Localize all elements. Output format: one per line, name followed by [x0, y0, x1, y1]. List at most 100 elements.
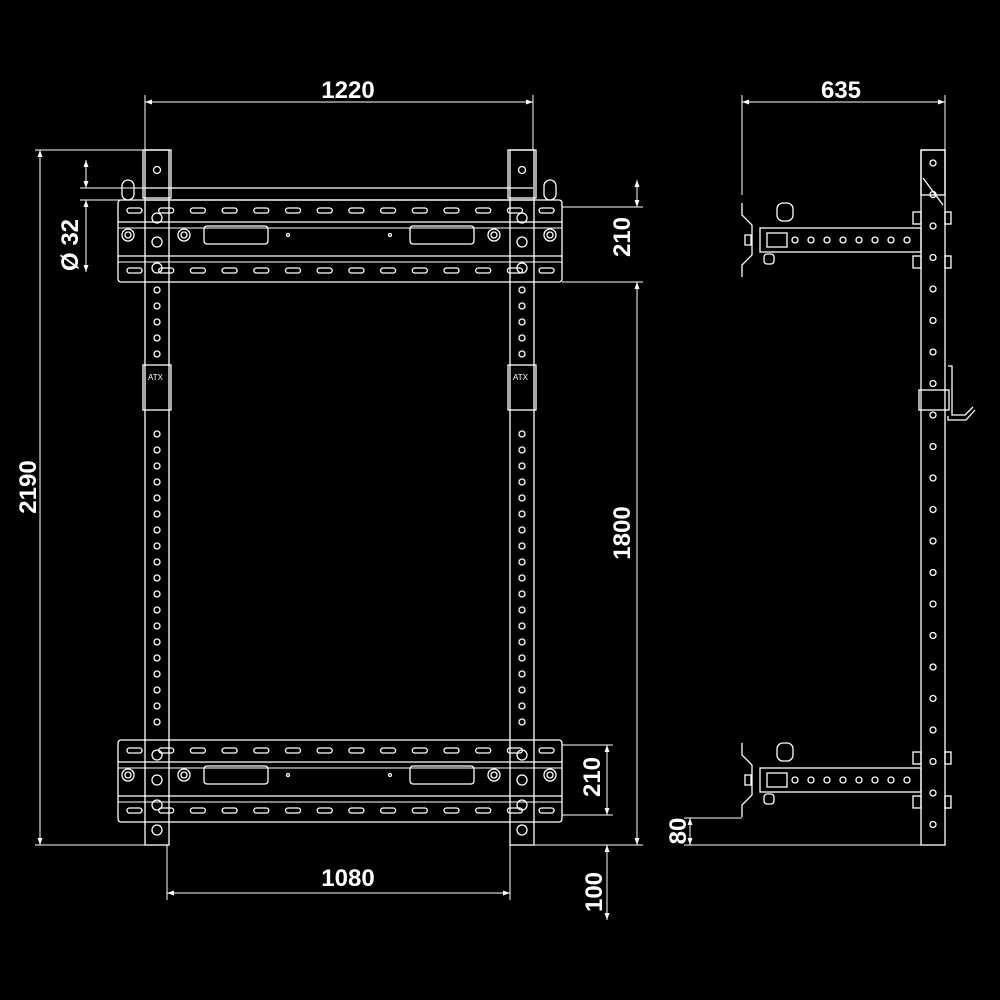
dimension-arrow — [634, 838, 640, 845]
upright-hole — [151, 774, 163, 786]
dim-tube-diameter: Ø 32 — [57, 219, 84, 271]
bolt — [546, 771, 554, 779]
plate-window — [203, 225, 269, 245]
side-upright-hole — [929, 568, 937, 577]
plate-slot — [538, 267, 555, 274]
upright-hole — [518, 334, 526, 342]
bolt — [546, 231, 554, 239]
nut — [912, 211, 922, 225]
side-j-hook-bracket — [918, 389, 950, 411]
upright-hole — [153, 510, 161, 518]
side-upright-hole — [929, 159, 937, 167]
upright-hole — [518, 558, 526, 566]
plate-slot — [316, 267, 333, 274]
nut — [763, 253, 775, 265]
side-view — [741, 149, 976, 846]
upright-hole — [153, 638, 161, 646]
plate-slot — [379, 747, 397, 754]
side-upright-hole — [929, 379, 937, 388]
plate-slot — [506, 207, 524, 214]
upright-hole — [153, 542, 161, 550]
upright-hole — [151, 236, 163, 248]
upright-hole — [518, 478, 526, 486]
upright-hole — [516, 749, 528, 761]
upright-hole — [153, 718, 161, 726]
plate-slot — [158, 267, 175, 274]
arm-hole — [871, 776, 879, 784]
upright-hole — [151, 799, 163, 811]
plate-slot — [316, 207, 333, 214]
mount-plate — [117, 739, 563, 823]
upright-hole — [152, 165, 162, 175]
plate-slot — [189, 207, 207, 214]
upright-hole — [153, 318, 161, 326]
side-upright-hole — [929, 537, 937, 545]
bolt — [121, 228, 135, 242]
upright-hole — [518, 670, 526, 678]
bolt — [124, 771, 132, 779]
j-hook-bracket — [142, 364, 172, 411]
dimension-arrow — [634, 200, 640, 207]
plate-slot — [443, 267, 460, 274]
side-upright-hole — [929, 600, 937, 608]
arm-hole — [839, 236, 847, 244]
plate-slot — [126, 747, 143, 754]
dimension-arrow — [37, 838, 43, 845]
upright-hole — [516, 799, 528, 811]
plate-slot — [158, 807, 175, 814]
upright-hole — [518, 318, 526, 326]
upright-hole — [153, 590, 161, 598]
upright-hole — [518, 686, 526, 694]
plate-slot — [475, 807, 492, 814]
side-upright-hole — [929, 285, 937, 293]
arm-slot — [766, 232, 788, 248]
nut — [912, 751, 922, 765]
side-upright-hole — [929, 820, 937, 829]
upright-hole — [153, 430, 161, 438]
plate-slot — [506, 267, 524, 274]
arm-hole — [823, 776, 831, 784]
bolt — [543, 768, 557, 782]
dimension-arrow — [687, 818, 693, 825]
upright-hole — [153, 350, 161, 358]
plate-slot — [284, 267, 302, 274]
dimension-arrow — [83, 265, 89, 272]
nut — [944, 211, 952, 225]
upright-hole — [153, 558, 161, 566]
plate-hole — [387, 232, 393, 238]
upright-hole — [518, 462, 526, 470]
arm-slot — [766, 772, 788, 788]
plate-slot — [221, 207, 238, 214]
arm-hole — [823, 236, 831, 244]
upright-hole — [518, 286, 526, 294]
side-upright-hole — [929, 663, 937, 671]
bolt — [487, 228, 501, 242]
upright-hole — [153, 494, 161, 502]
plate-slot — [189, 267, 207, 274]
dimension-arrow — [634, 180, 640, 187]
shackle — [121, 179, 135, 201]
upright-hole — [153, 574, 161, 582]
arm-hole — [807, 236, 815, 244]
dim-inner-width: 1080 — [321, 865, 374, 892]
side-upright-hole — [929, 757, 937, 766]
arm-hole — [855, 776, 863, 784]
plate-slot — [221, 747, 238, 754]
shackle — [543, 179, 557, 201]
side-upright-hole — [929, 190, 937, 199]
upright — [144, 149, 170, 846]
plate-hole — [285, 772, 291, 778]
upright-hole — [516, 212, 528, 224]
dim-bottom-offset: 100 — [581, 872, 608, 912]
plate-slot — [284, 207, 302, 214]
arm-hole — [871, 236, 879, 244]
upright-hole — [518, 638, 526, 646]
bolt — [180, 771, 188, 779]
nut — [912, 795, 922, 809]
plate-hole — [285, 232, 291, 238]
wall-bracket — [741, 203, 753, 277]
upright-hole — [153, 302, 161, 310]
upright-hole — [153, 606, 161, 614]
upright-cap — [142, 149, 172, 199]
